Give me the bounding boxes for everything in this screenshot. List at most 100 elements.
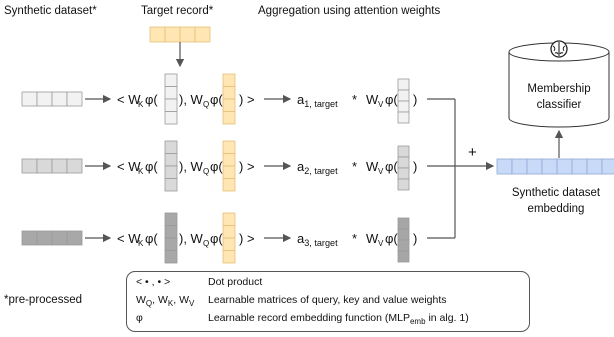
key-record-vertical-vector — [164, 73, 178, 125]
value-record-vertical-vector-cell — [397, 178, 410, 191]
value-record-vertical-vector-cell — [397, 239, 410, 252]
legend-weights-symbol: WQ, WK, WV — [136, 294, 195, 309]
value-prefix: W — [366, 92, 379, 107]
value-record-vertical-vector-cell — [397, 250, 410, 263]
classifier-label-line1: Membership — [527, 83, 590, 95]
value-subscript: V — [378, 239, 384, 248]
synthetic-record-vector — [21, 158, 83, 174]
value-record-vertical-vector-cell — [397, 100, 410, 113]
phi-open: φ( — [145, 231, 158, 246]
value-record-vertical-vector-cell — [397, 167, 410, 180]
dot-close: ) > — [239, 231, 255, 246]
multiply-sign: * — [352, 159, 357, 174]
key-record-vertical-vector-cell — [164, 237, 178, 251]
phi-open: φ( — [385, 231, 398, 246]
target-record-vector-cell — [164, 26, 181, 43]
key-record-vertical-vector-cell — [164, 73, 178, 87]
query-target-vertical-vector-cell — [222, 86, 236, 100]
query-target-vertical-vector-cell — [222, 250, 236, 264]
legend-box — [126, 271, 530, 332]
target-record-vector — [149, 26, 211, 43]
synthetic-record-vector-cell — [36, 158, 53, 174]
key-prefix: < W — [117, 92, 141, 107]
embedding-vector — [496, 158, 614, 175]
synthetic-record-vector-cell — [36, 91, 53, 107]
key-record-vertical-vector-cell — [164, 250, 178, 264]
query-subscript: Q — [203, 100, 209, 109]
value-record-vertical-vector-cell — [397, 89, 410, 102]
embedding-vector-cell — [586, 158, 603, 175]
legend-weights-description: Learnable matrices of query, key and val… — [208, 294, 447, 306]
plus-sign: + — [468, 144, 477, 161]
synthetic-dataset-header: Synthetic dataset* — [4, 5, 97, 17]
query-target-vertical-vector-cell — [222, 153, 236, 167]
attention-weight: a1, target — [297, 92, 338, 109]
key-record-vertical-vector-cell — [164, 153, 178, 167]
multiply-sign: * — [352, 92, 357, 107]
aggregation-connector — [427, 98, 495, 239]
phi-open: φ( — [385, 159, 398, 174]
key-prefix: < W — [117, 231, 141, 246]
synthetic-record-vector-cell — [51, 91, 68, 107]
synthetic-record-vector — [21, 91, 83, 107]
query-prefix: ), W — [179, 92, 204, 107]
value-close: ) — [413, 231, 417, 246]
phi-open: φ( — [210, 159, 223, 174]
legend-dot-symbol: < • , • > — [136, 276, 171, 288]
query-subscript: Q — [203, 239, 209, 248]
phi-open: φ( — [145, 159, 158, 174]
target-record-vector-cell — [149, 26, 166, 43]
embedding-vector-cell — [511, 158, 528, 175]
membership-classifier: Membership classifier — [508, 40, 610, 128]
synthetic-record-vector-cell — [51, 230, 68, 246]
value-subscript: V — [378, 100, 384, 109]
target-record-header: Target record* — [141, 5, 214, 17]
legend-dot-description: Dot product — [208, 276, 263, 288]
synthetic-record-vector-cell — [66, 158, 83, 174]
key-record-vertical-vector-cell — [164, 165, 178, 179]
synthetic-record-vector-cell — [66, 230, 83, 246]
key-record-vertical-vector-cell — [164, 140, 178, 154]
value-prefix: W — [366, 159, 379, 174]
value-record-vertical-vector-cell — [397, 156, 410, 169]
value-close: ) — [413, 92, 417, 107]
key-subscript: K — [138, 239, 144, 248]
query-target-vertical-vector-cell — [222, 111, 236, 125]
value-record-vertical-vector — [397, 145, 410, 191]
embedding-vector-cell — [496, 158, 513, 175]
attention-weight: a3, target — [297, 231, 338, 248]
synthetic-dataset-embedding-vector — [496, 158, 614, 175]
key-record-vertical-vector-cell — [164, 225, 178, 239]
phi-open: φ( — [210, 92, 223, 107]
value-subscript: V — [378, 167, 384, 176]
key-record-vertical-vector-cell — [164, 178, 178, 192]
key-record-vertical-vector-cell — [164, 212, 178, 226]
embedding-label-line2: embedding — [528, 203, 585, 215]
query-target-vertical-vector-cell — [222, 212, 236, 226]
target-record-vector-cell — [194, 26, 211, 43]
query-target-vertical-vector — [222, 140, 236, 192]
query-target-vertical-vector-cell — [222, 237, 236, 251]
target-record-vector-cell — [179, 26, 196, 43]
value-close: ) — [413, 159, 417, 174]
phi-open: φ( — [210, 231, 223, 246]
synthetic-record-vector-cell — [21, 158, 38, 174]
query-subscript: Q — [203, 167, 209, 176]
synthetic-record-vector-cell — [66, 91, 83, 107]
value-record-vertical-vector — [397, 217, 410, 263]
key-prefix: < W — [117, 159, 141, 174]
query-target-vertical-vector-cell — [222, 225, 236, 239]
query-target-vertical-vector-cell — [222, 165, 236, 179]
phi-open: φ( — [145, 92, 158, 107]
value-record-vertical-vector-cell — [397, 217, 410, 230]
value-record-vertical-vector-cell — [397, 145, 410, 158]
aggregation-header: Aggregation using attention weights — [258, 5, 440, 17]
key-record-vertical-vector-cell — [164, 86, 178, 100]
value-record-vertical-vector-cell — [397, 78, 410, 91]
classifier-label-line2: classifier — [537, 99, 582, 111]
